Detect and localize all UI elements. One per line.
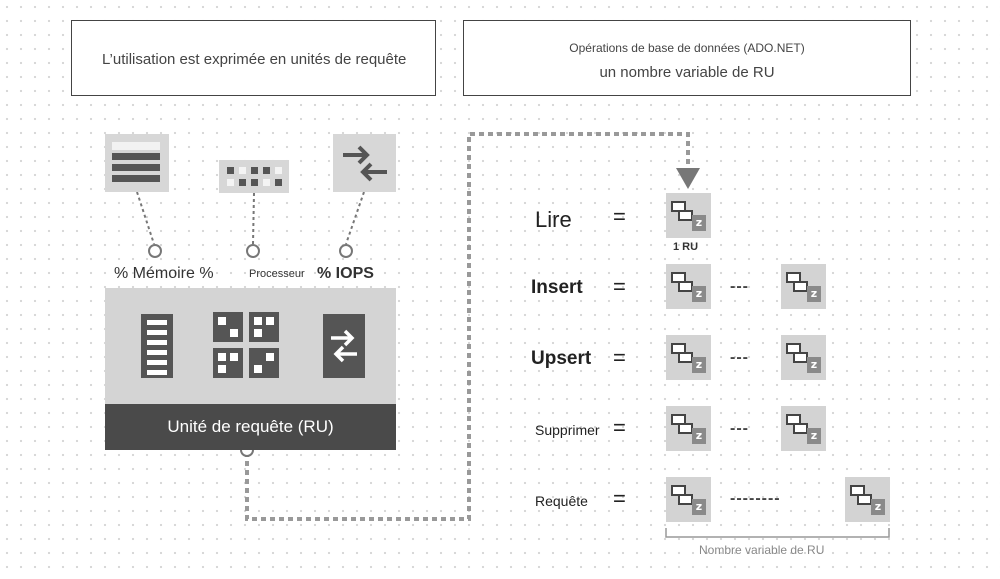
swap-arrows-icon <box>333 134 396 192</box>
caption-box-operations: Opérations de base de données (ADO.NET) … <box>463 20 911 96</box>
request-unit-icon <box>781 335 826 380</box>
op-label-read: Lire <box>535 207 572 232</box>
request-unit-icon <box>666 477 711 522</box>
request-unit-icon <box>845 477 890 522</box>
brace-caption: Nombre variable de RU <box>699 543 825 557</box>
request-unit-icon <box>666 193 711 238</box>
op-label-insert: Insert <box>531 277 583 298</box>
caption-box-usage: L’utilisation est exprimée en unités de … <box>71 20 436 96</box>
equals-insert: = <box>613 274 626 299</box>
request-unit-icon <box>666 264 711 309</box>
op-label-upsert: Upsert <box>531 348 592 369</box>
equals-read: = <box>613 204 626 229</box>
dashes-upsert: --- <box>730 349 749 366</box>
cpu-chip-icon <box>219 160 289 193</box>
dashes-delete: --- <box>730 420 749 437</box>
iops-swap-icon <box>323 314 365 378</box>
op-label-query: Requête <box>535 493 588 509</box>
equals-upsert: = <box>613 345 626 370</box>
processor-cores-icon <box>213 312 279 378</box>
equals-delete: = <box>613 415 626 440</box>
memory-metric-label: % Mémoire % <box>114 265 214 282</box>
dashes-query: -------- <box>730 490 781 507</box>
equals-query: = <box>613 486 626 511</box>
op-label-delete: Supprimer <box>535 422 600 438</box>
usage-caption: L’utilisation est exprimée en unités de … <box>102 51 407 68</box>
single-ru-label: 1 RU <box>673 241 699 253</box>
operations-caption-line2: un nombre variable de RU <box>599 64 775 81</box>
request-unit-icon <box>781 406 826 451</box>
request-unit-icon <box>666 406 711 451</box>
request-unit-label: Unité de requête (RU) <box>105 404 396 450</box>
request-unit-icon <box>781 264 826 309</box>
operations-caption-line1: Opérations de base de données (ADO.NET) <box>569 41 805 55</box>
request-unit-icon <box>666 335 711 380</box>
processor-metric-label: Processeur <box>249 268 305 280</box>
iops-metric-label: % IOPS <box>317 265 374 282</box>
memory-column-icon <box>141 314 173 378</box>
arrow-head-icon <box>676 168 700 189</box>
dashes-insert: --- <box>730 278 749 295</box>
memory-stack-icon <box>105 134 169 192</box>
